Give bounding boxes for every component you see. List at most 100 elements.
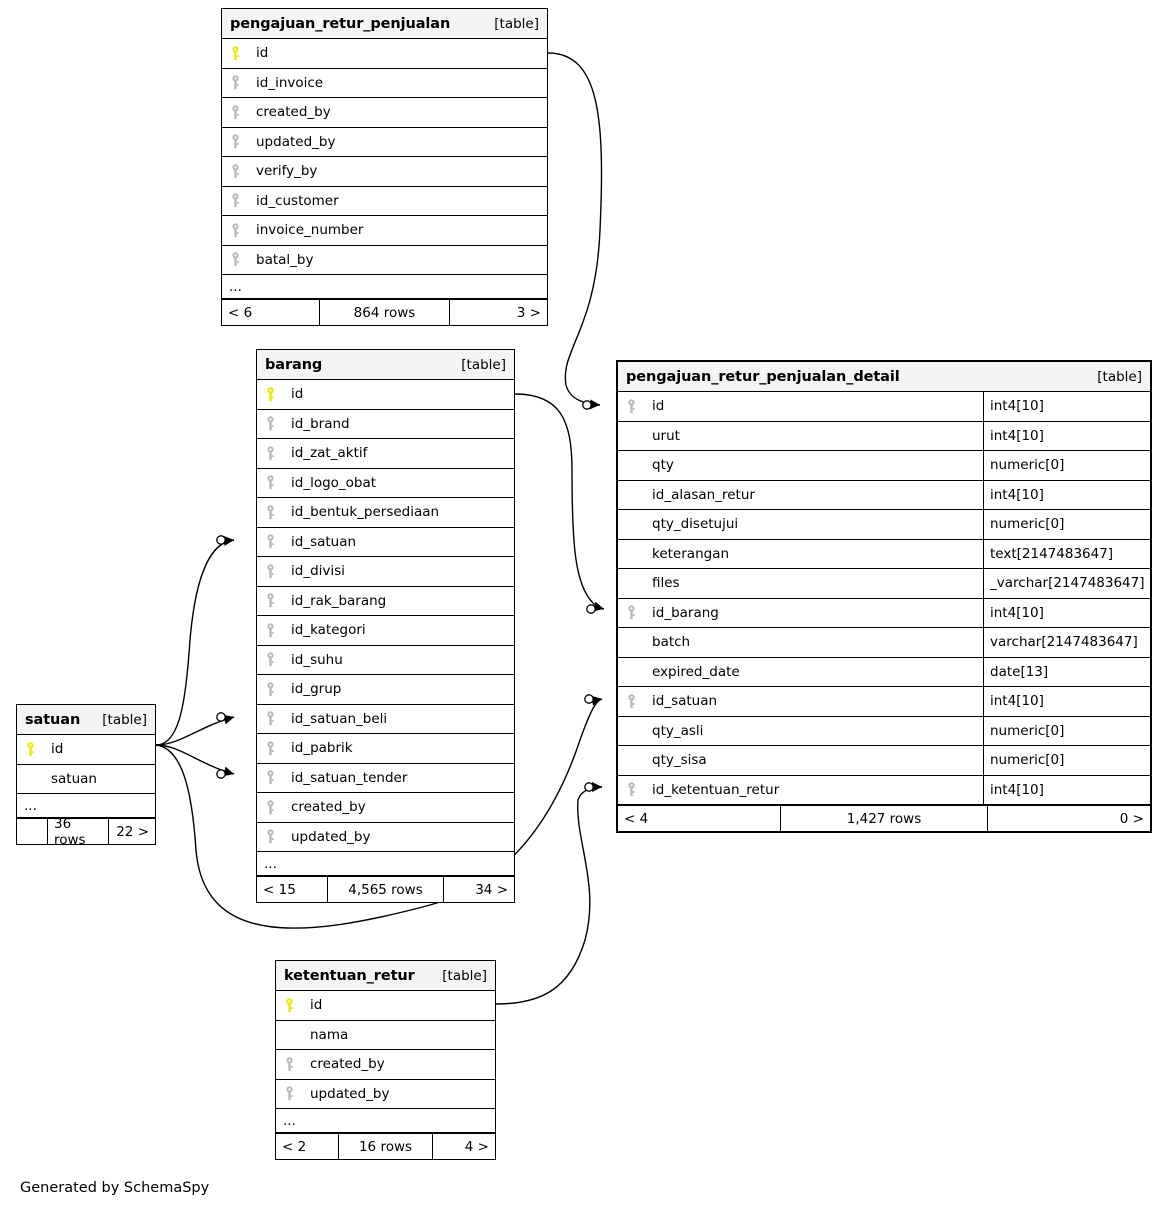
column-row[interactable]: nama xyxy=(276,1021,495,1050)
no-key-spacer xyxy=(618,451,644,480)
column-row[interactable]: batal_by xyxy=(222,246,547,275)
column-row[interactable]: files_varchar[2147483647] xyxy=(618,569,1150,599)
column-row[interactable]: id_zat_aktif xyxy=(257,439,514,469)
column-name: nama xyxy=(310,1026,349,1043)
next-relations-link[interactable]: 3 > xyxy=(516,304,541,321)
column-name: id xyxy=(256,45,269,62)
next-relations-link[interactable]: 4 > xyxy=(464,1138,489,1155)
column-type: int4[10] xyxy=(983,421,1150,450)
prev-relations-link[interactable]: < 15 xyxy=(263,881,296,898)
column-name: files xyxy=(652,575,680,592)
foreign-key-icon xyxy=(222,246,248,275)
no-key-spacer xyxy=(618,422,644,451)
row-count-label: 16 rows xyxy=(338,1134,433,1159)
column-type: int4[10] xyxy=(983,775,1150,804)
column-type: numeric[0] xyxy=(983,746,1150,775)
column-name: id_pabrik xyxy=(291,740,353,757)
column-row[interactable]: id_divisi xyxy=(257,557,514,587)
next-relations-link[interactable]: 0 > xyxy=(1119,810,1144,827)
primary-key-icon xyxy=(257,380,283,409)
column-row[interactable]: id_pabrik xyxy=(257,734,514,764)
table-kind-label: [table] xyxy=(1097,368,1142,385)
column-type: varchar[2147483647] xyxy=(983,628,1150,657)
foreign-key-icon xyxy=(222,98,248,127)
foreign-key-icon xyxy=(618,599,644,628)
column-row[interactable]: id xyxy=(276,991,495,1021)
column-row[interactable]: id_ketentuan_retur int4[10] xyxy=(618,775,1150,805)
table-footer: < 2 16 rows 4 > xyxy=(276,1133,495,1159)
column-row[interactable]: invoice_number xyxy=(222,216,547,246)
column-name: keterangan xyxy=(652,545,730,562)
next-relations-link[interactable]: 34 > xyxy=(475,881,508,898)
primary-key-icon xyxy=(222,39,248,68)
foreign-key-icon xyxy=(257,469,283,498)
column-row[interactable]: urut int4[10] xyxy=(618,421,1150,451)
prev-relations-link[interactable]: < 2 xyxy=(282,1138,307,1155)
column-row[interactable]: id xyxy=(222,39,547,69)
column-name: id_satuan xyxy=(652,693,718,710)
column-row[interactable]: id_rak_barang xyxy=(257,587,514,616)
prev-relations-link[interactable]: < 4 xyxy=(624,810,649,827)
no-key-spacer xyxy=(618,628,644,657)
table-columns: id id_invoice created_by updated_by verify_b… xyxy=(222,39,547,299)
next-relations-link[interactable]: 22 > xyxy=(116,823,149,840)
column-row[interactable]: id_kategori xyxy=(257,616,514,646)
column-row[interactable]: created_by xyxy=(276,1050,495,1080)
prev-relations-link[interactable] xyxy=(17,819,47,844)
column-row[interactable]: created_by xyxy=(222,98,547,128)
column-row[interactable]: id_invoice xyxy=(222,69,547,98)
column-name: qty_asli xyxy=(652,722,704,739)
table-node-pengajuan_retur_penjualan_detail[interactable]: pengajuan_retur_penjualan_detail[table]i… xyxy=(616,360,1152,833)
column-name: id_logo_obat xyxy=(291,474,377,491)
column-row[interactable]: created_by xyxy=(257,793,514,823)
column-row[interactable]: id xyxy=(17,735,155,765)
column-row[interactable]: satuan xyxy=(17,765,155,794)
column-row[interactable]: updated_by xyxy=(276,1080,495,1109)
column-row[interactable]: id xyxy=(257,380,514,410)
column-name: id_divisi xyxy=(291,563,345,580)
foreign-key-icon xyxy=(257,734,283,763)
foreign-key-icon xyxy=(257,439,283,468)
column-name: id_ketentuan_retur xyxy=(652,781,780,798)
prev-relations-link[interactable]: < 6 xyxy=(228,304,253,321)
column-name: id_bentuk_persediaan xyxy=(291,504,440,521)
column-row[interactable]: id_logo_obat xyxy=(257,469,514,498)
column-type: int4[10] xyxy=(983,480,1150,509)
column-row[interactable]: id_suhu xyxy=(257,646,514,675)
column-name: created_by xyxy=(256,104,331,121)
table-kind-label: [table] xyxy=(494,15,539,32)
column-row[interactable]: updated_by xyxy=(257,823,514,852)
column-name: created_by xyxy=(310,1056,385,1073)
column-row[interactable]: id_satuan xyxy=(257,528,514,557)
column-row[interactable]: id_grup xyxy=(257,675,514,705)
column-row[interactable]: id_bentuk_persediaan xyxy=(257,498,514,528)
column-row[interactable]: id_customer xyxy=(222,187,547,216)
more-columns-ellipsis: ... xyxy=(276,1109,495,1133)
column-row[interactable]: id_satuan_tender xyxy=(257,764,514,793)
column-row[interactable]: id_satuan_beli xyxy=(257,705,514,734)
column-row[interactable]: verify_by xyxy=(222,157,547,187)
column-name: verify_by xyxy=(256,163,318,180)
column-name: qty_disetujui xyxy=(652,516,739,533)
column-row[interactable]: updated_by xyxy=(222,128,547,157)
column-name: urut xyxy=(652,427,680,444)
column-row[interactable]: id_brand xyxy=(257,410,514,439)
